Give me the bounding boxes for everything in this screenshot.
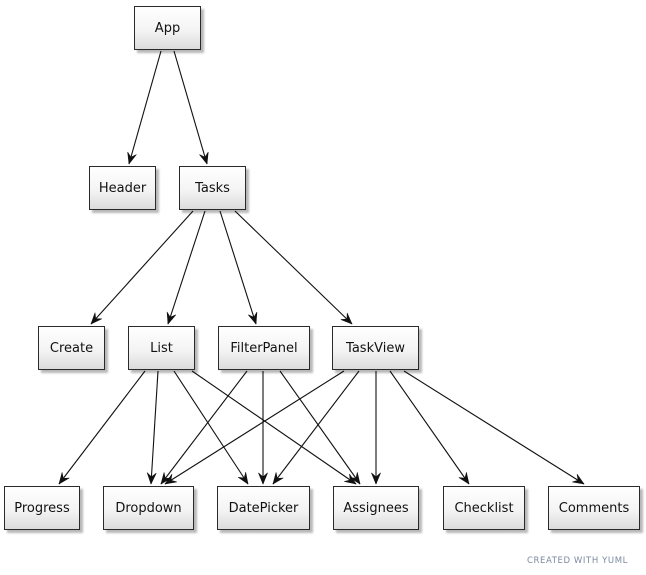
arrowhead-taskview-to-comments: [571, 473, 585, 485]
node-list: List: [128, 326, 195, 370]
arrowhead-list-to-progress: [58, 472, 70, 485]
arrowhead-list-to-assignees: [344, 473, 357, 485]
arrowhead-list-to-dropdown: [146, 472, 157, 485]
edge-taskview-to-datepicker: [272, 370, 360, 485]
edge-filterpanel-to-dropdown: [160, 370, 248, 485]
created-with-yuml-credit: CREATED WITH YUML: [526, 556, 628, 566]
node-progress-label: Progress: [14, 500, 70, 516]
edge-app-to-header: [128, 50, 162, 165]
node-filterpanel-label: FilterPanel: [230, 340, 298, 356]
arrowhead-taskview-to-assignees: [371, 472, 381, 485]
node-header: Header: [89, 166, 156, 210]
edge-filterpanel-to-assignees: [279, 370, 361, 485]
node-app-label: App: [154, 20, 181, 36]
arrowhead-filterpanel-to-datepicker: [258, 472, 268, 485]
arrowhead-tasks-to-create: [90, 312, 102, 325]
edge-taskview-to-checklist: [389, 370, 470, 485]
arrowhead-tasks-to-taskview: [340, 312, 353, 325]
node-filterpanel: FilterPanel: [218, 326, 310, 370]
node-taskview: TaskView: [332, 326, 419, 370]
edge-tasks-to-filterpanel: [219, 210, 257, 325]
edge-list-to-dropdown: [150, 370, 159, 485]
node-dropdown-label: Dropdown: [115, 500, 182, 516]
arrowhead-app-to-header: [127, 151, 137, 165]
edge-taskview-to-dropdown: [164, 370, 345, 485]
arrowhead-taskview-to-dropdown: [164, 473, 177, 485]
node-checklist-label: Checklist: [454, 500, 514, 516]
arrowhead-app-to-tasks: [199, 151, 209, 165]
node-assignees: Assignees: [333, 486, 419, 530]
edge-list-to-progress: [58, 370, 146, 485]
arrowhead-list-to-datepicker: [237, 471, 249, 485]
edge-list-to-datepicker: [173, 370, 249, 485]
node-app: App: [134, 6, 201, 50]
node-create: Create: [38, 326, 105, 370]
node-comments: Comments: [548, 486, 640, 530]
edge-tasks-to-create: [90, 210, 194, 325]
edge-app-to-tasks: [173, 50, 208, 165]
arrowhead-taskview-to-datepicker: [272, 472, 284, 485]
edge-taskview-to-comments: [403, 370, 585, 485]
node-taskview-label: TaskView: [346, 340, 405, 356]
edge-list-to-assignees: [191, 370, 357, 485]
edge-tasks-to-list: [167, 210, 206, 325]
edge-tasks-to-taskview: [234, 210, 353, 325]
node-tasks-label: Tasks: [195, 180, 230, 196]
arrowhead-taskview-to-checklist: [458, 472, 470, 485]
arrowhead-tasks-to-filterpanel: [248, 311, 258, 325]
node-datepicker: DatePicker: [217, 486, 310, 530]
node-progress: Progress: [4, 486, 80, 530]
node-comments-label: Comments: [558, 500, 630, 516]
arrowhead-tasks-to-list: [166, 311, 176, 325]
node-tasks: Tasks: [179, 166, 246, 210]
node-create-label: Create: [49, 340, 94, 356]
node-dropdown: Dropdown: [103, 486, 194, 530]
node-datepicker-label: DatePicker: [228, 500, 299, 516]
node-list-label: List: [150, 340, 173, 356]
node-checklist: Checklist: [443, 486, 525, 530]
node-header-label: Header: [98, 180, 147, 196]
arrowhead-filterpanel-to-assignees: [349, 472, 361, 485]
node-assignees-label: Assignees: [343, 500, 409, 516]
